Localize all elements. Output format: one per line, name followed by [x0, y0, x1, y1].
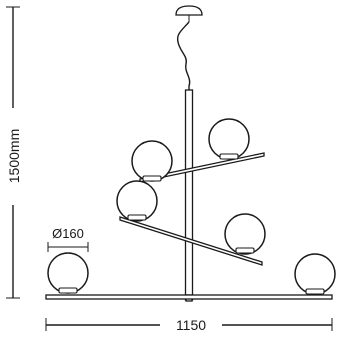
globes — [47, 118, 336, 295]
globe-diameter-label: Ø160 — [52, 226, 84, 241]
globe-top-right — [208, 118, 250, 160]
globe-diameter-dimension: Ø160 — [47, 226, 89, 252]
globe-middle-left — [116, 180, 158, 222]
suspension-cable — [176, 21, 191, 90]
globe-upper-left — [131, 140, 173, 182]
globe-bottom-left — [47, 252, 89, 294]
arm-bottom — [45, 294, 333, 300]
globe-bottom-right — [294, 253, 336, 295]
ceiling-canopy — [175, 5, 203, 16]
arms — [45, 152, 333, 300]
arm-middle — [119, 216, 263, 266]
central-stem — [184, 89, 194, 301]
width-label: 1150 — [176, 317, 206, 333]
globe-middle-right — [224, 213, 266, 255]
height-dimension: 1500mm — [6, 6, 22, 299]
height-label: 1500mm — [6, 129, 22, 183]
width-dimension: 1150 — [45, 317, 333, 333]
canopy — [175, 5, 203, 90]
